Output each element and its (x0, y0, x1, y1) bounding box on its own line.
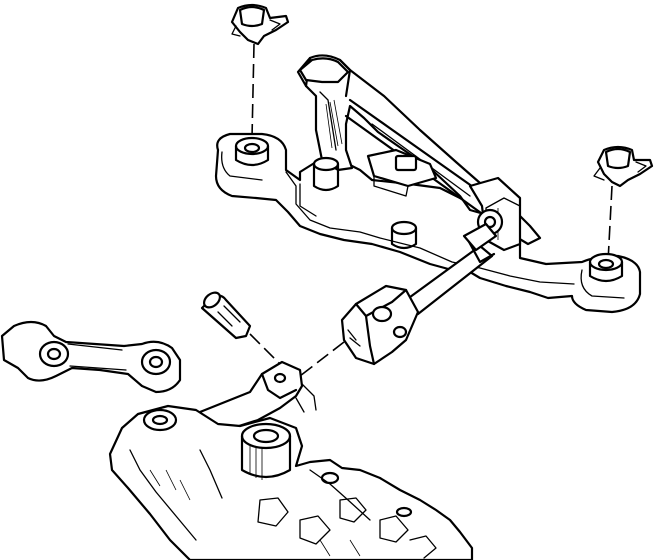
transmission-linkage-arm (0, 320, 182, 394)
retaining-clip-left (230, 3, 290, 46)
assembly-line-pin (249, 333, 283, 367)
assembly-line-right-clip (607, 185, 613, 263)
assembly-line-clevis (299, 341, 345, 377)
rod-end-clevis (340, 284, 420, 366)
clevis-pin (200, 291, 252, 340)
shifter-bracket (214, 132, 642, 314)
shift-lever-tower (296, 54, 542, 252)
retaining-clip-right (593, 145, 654, 188)
shift-rod (404, 222, 498, 316)
assembly-line-left-clip (251, 43, 255, 139)
transmission-case (108, 404, 474, 560)
